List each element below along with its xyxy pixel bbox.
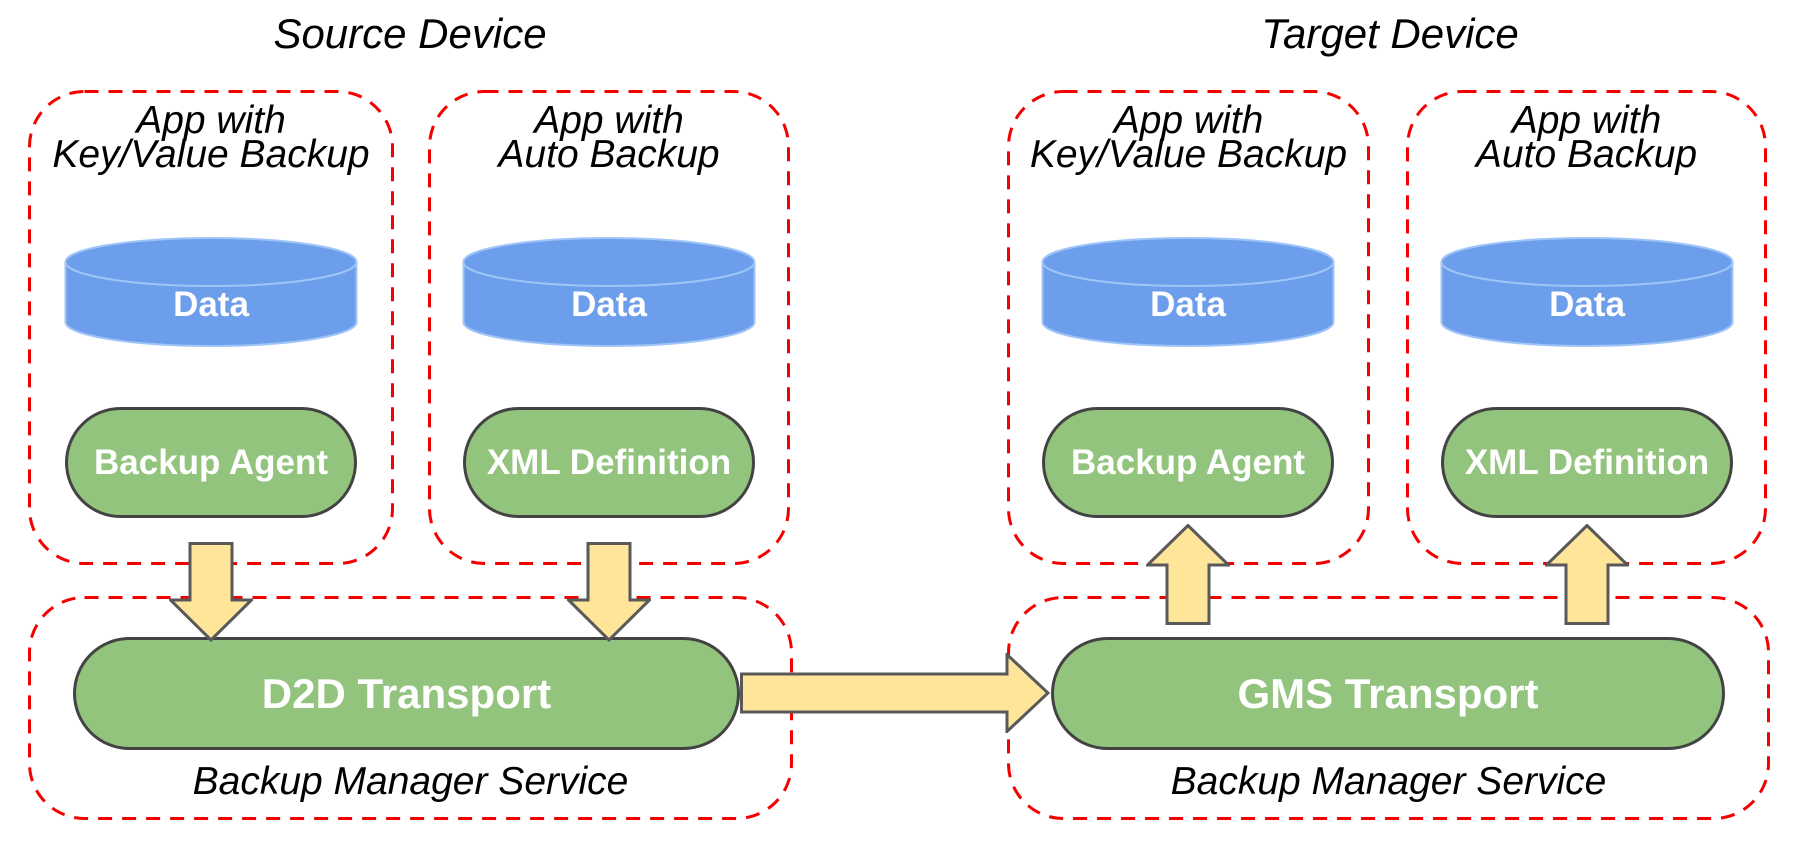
cylinder-shape <box>64 237 358 347</box>
app-label-line1: App with <box>1113 99 1264 142</box>
app-label-line2: Auto Backup <box>1475 133 1698 177</box>
app-label-line1: App with <box>534 99 684 142</box>
app-box-target-auto <box>1406 90 1767 565</box>
target-device-title: Target Device <box>1261 10 1519 57</box>
down-arrow-backup-agent-to-d2d <box>169 542 253 642</box>
right-arrow-d2d-to-gms <box>740 653 1050 733</box>
data-cylinder-label: Data <box>571 285 647 324</box>
up-arrow-gms-to-xml-definition <box>1545 524 1629 625</box>
app-label-line2: Key/Value Backup <box>52 133 370 177</box>
app-box-source-auto <box>428 90 790 565</box>
component-pill-xml-definition: XML Definition <box>1441 407 1733 518</box>
app-label-line2: Auto Backup <box>498 133 720 177</box>
data-cylinder: Data <box>64 236 358 353</box>
dashed-border <box>1406 90 1767 565</box>
backup-manager-box-target <box>1007 596 1770 820</box>
component-pill-backup-agent: Backup Agent <box>65 407 357 518</box>
down-arrow-xml-definition-to-d2d <box>567 542 651 642</box>
dashed-border <box>428 90 790 565</box>
app-label-line1: App with <box>1511 99 1662 142</box>
service-label: Backup Manager Service <box>192 760 629 803</box>
cylinder-shape <box>462 237 756 347</box>
data-cylinder-label: Data <box>1549 285 1625 324</box>
transport-pill-d2d: D2D Transport <box>73 637 740 750</box>
component-pill-backup-agent: Backup Agent <box>1042 407 1334 518</box>
app-label: App with Auto Backup <box>1406 99 1767 177</box>
app-label: App with Key/Value Backup <box>1007 99 1370 177</box>
service-label: Backup Manager Service <box>1170 760 1607 803</box>
data-cylinder: Data <box>1041 236 1335 353</box>
app-box-target-keyvalue <box>1007 90 1370 565</box>
cylinder-shape <box>1041 237 1335 347</box>
component-pill-xml-definition: XML Definition <box>463 407 755 518</box>
data-cylinder: Data <box>462 236 756 353</box>
up-arrow-gms-to-backup-agent <box>1146 524 1230 625</box>
cylinder-shape <box>1440 237 1734 347</box>
app-label: App with Auto Backup <box>428 99 790 177</box>
app-label-line2: Key/Value Backup <box>1029 133 1348 177</box>
dashed-border <box>1007 90 1370 565</box>
source-device-title: Source Device <box>273 10 547 57</box>
data-cylinder-label: Data <box>1150 285 1226 324</box>
dashed-border <box>1007 596 1770 820</box>
data-cylinder: Data <box>1440 236 1734 353</box>
app-label-line1: App with <box>136 99 286 142</box>
data-cylinder-label: Data <box>173 285 249 324</box>
transport-pill-gms: GMS Transport <box>1051 637 1725 750</box>
app-label: App with Key/Value Backup <box>28 99 394 177</box>
